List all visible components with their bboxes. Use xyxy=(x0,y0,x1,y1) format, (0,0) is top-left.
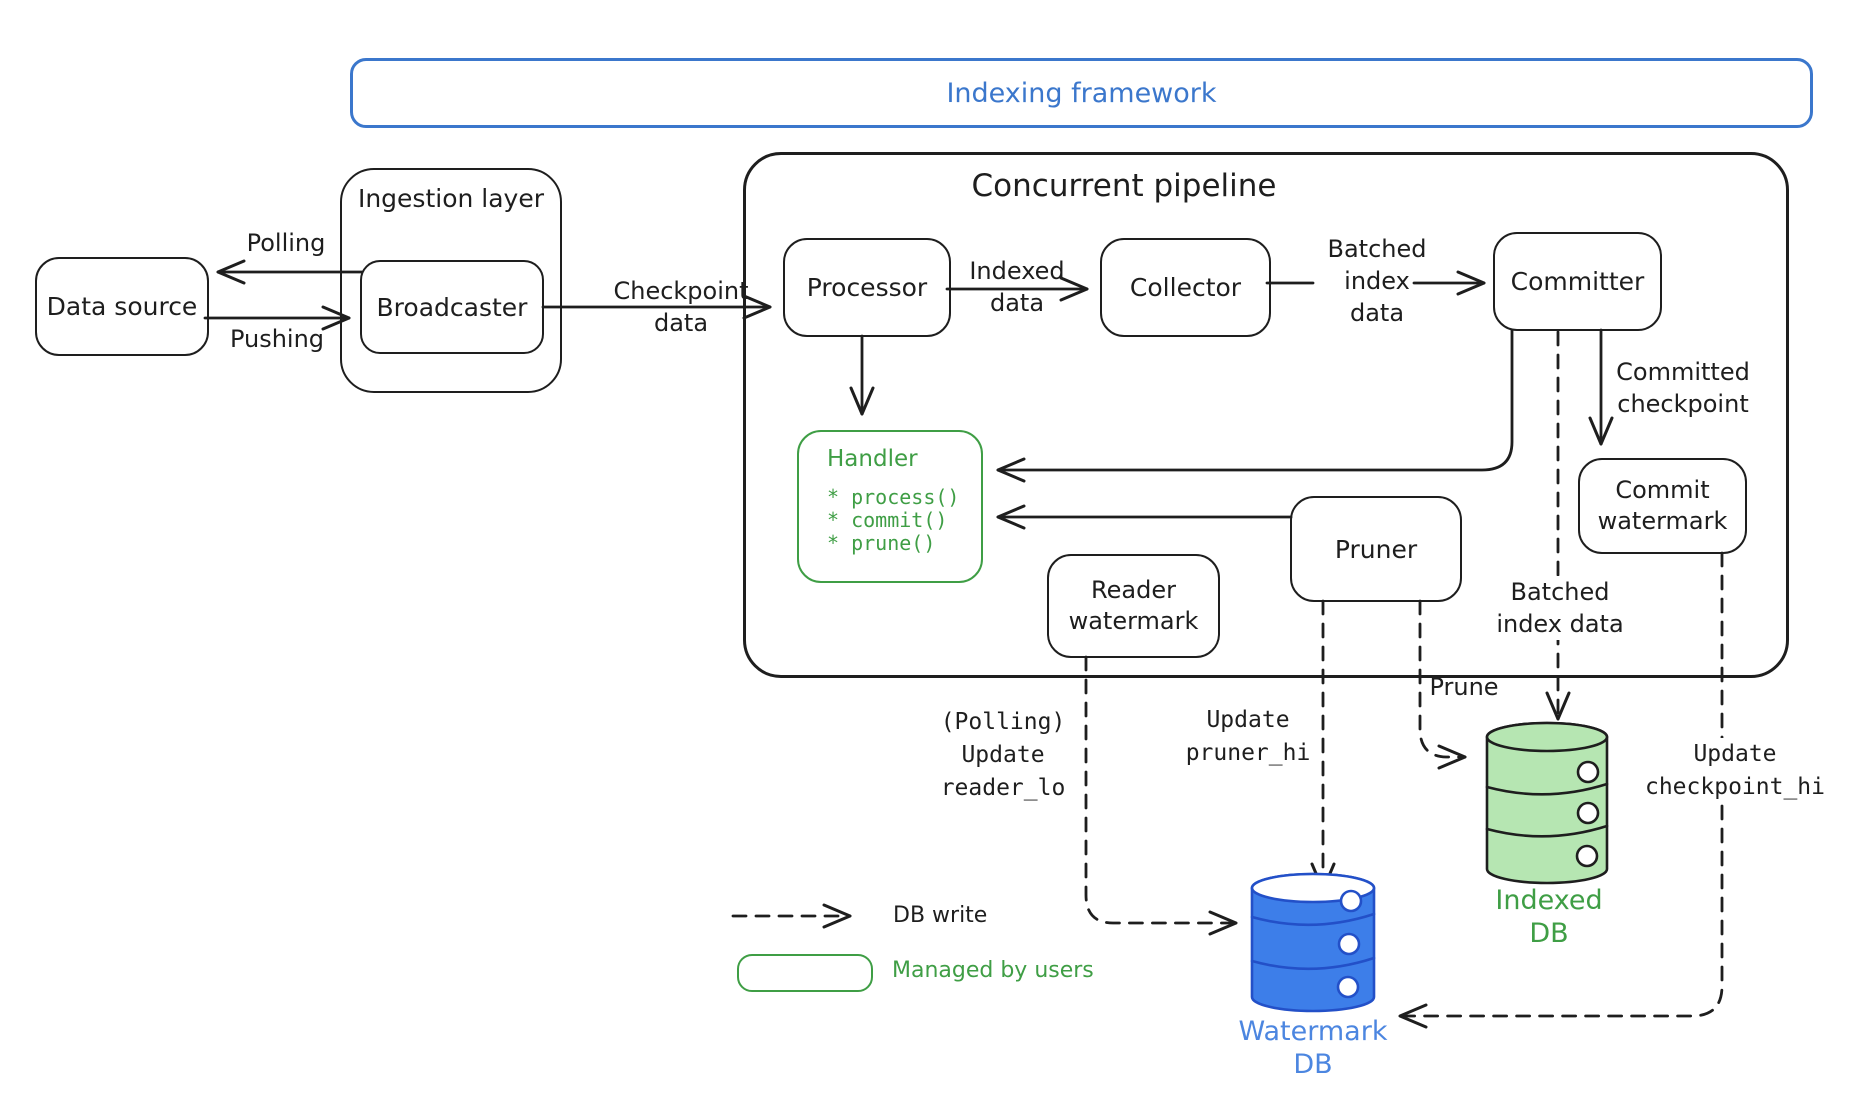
collector-node: Collector xyxy=(1100,238,1271,337)
commit-watermark-label: Commit watermark xyxy=(1597,476,1728,535)
data-source-node: Data source xyxy=(35,257,209,356)
reader-watermark-node: Reader watermark xyxy=(1047,554,1220,658)
pruner-label: Pruner xyxy=(1334,534,1418,564)
banner-title: Indexing framework xyxy=(946,77,1217,109)
handler-method-prune: * prune() xyxy=(827,531,936,555)
broadcaster-node: Broadcaster xyxy=(360,260,544,354)
ingestion-layer-label: Ingestion layer xyxy=(357,184,545,213)
processor-node: Processor xyxy=(783,238,951,337)
handler-title: Handler xyxy=(827,446,918,472)
committer-node: Committer xyxy=(1493,232,1662,331)
indexing-framework-banner: Indexing framework xyxy=(350,58,1813,128)
handler-method-commit: * commit() xyxy=(827,508,948,532)
reader-watermark-label: Reader watermark xyxy=(1068,576,1199,635)
legend-managed-by-users-swatch xyxy=(737,954,873,992)
concurrent-pipeline-container xyxy=(743,152,1789,678)
data-source-label: Data source xyxy=(46,292,198,321)
handler-method-process: * process() xyxy=(827,485,960,509)
pruner-node: Pruner xyxy=(1290,496,1462,602)
commit-watermark-node: Commit watermark xyxy=(1578,458,1747,554)
processor-label: Processor xyxy=(806,273,928,302)
collector-label: Collector xyxy=(1129,273,1242,302)
broadcaster-label: Broadcaster xyxy=(376,292,528,322)
handler-node: Handler * process() * commit() * prune() xyxy=(797,430,983,583)
committer-label: Committer xyxy=(1510,267,1645,296)
